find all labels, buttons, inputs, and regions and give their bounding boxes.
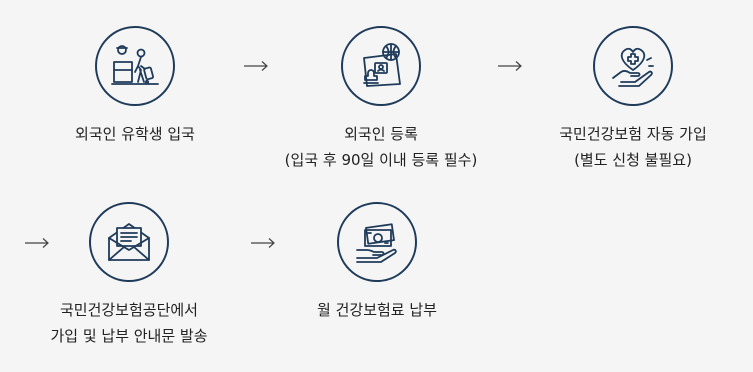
- arrow-3-to-4: [24, 237, 50, 249]
- step-3-line-2: (별도 신청 불필요): [574, 151, 692, 169]
- step-4-circle: [89, 202, 169, 282]
- step-4-line-2: 가입 및 납부 안내문 발송: [50, 327, 208, 345]
- step-2-circle: [341, 26, 421, 106]
- step-5-label: 월 건강보험료 납부: [297, 297, 457, 323]
- arrow-4-to-5: [250, 237, 276, 249]
- mail-envelope-icon: [108, 223, 150, 261]
- arrow-2-to-3: [497, 60, 523, 72]
- step-3-line-1: 국민건강보험 자동 가입: [559, 125, 707, 143]
- step-1-circle: [95, 26, 175, 106]
- step-3-circle: [593, 26, 673, 106]
- money-hand-icon: [356, 223, 397, 263]
- health-insurance-heart-hand-icon: [612, 47, 654, 87]
- step-2-line-1: 외국인 등록: [344, 125, 418, 143]
- step-5-line-1: 월 건강보험료 납부: [317, 301, 437, 319]
- step-2-line-2: (입국 후 90일 이내 등록 필수): [284, 151, 478, 169]
- step-4-line-1: 국민건강보험공단에서: [59, 301, 198, 319]
- step-4-label: 국민건강보험공단에서 가입 및 납부 안내문 발송: [19, 297, 239, 349]
- step-1-line-1: 외국인 유학생 입국: [75, 125, 195, 143]
- registration-stamp-icon: [363, 43, 401, 87]
- immigration-traveler-icon: [111, 45, 159, 85]
- arrow-1-to-2: [243, 60, 269, 72]
- step-3-label: 국민건강보험 자동 가입 (별도 신청 불필요): [528, 121, 738, 173]
- step-1-label: 외국인 유학생 입국: [35, 121, 235, 147]
- step-5-circle: [337, 202, 417, 282]
- step-2-label: 외국인 등록 (입국 후 90일 이내 등록 필수): [261, 121, 501, 173]
